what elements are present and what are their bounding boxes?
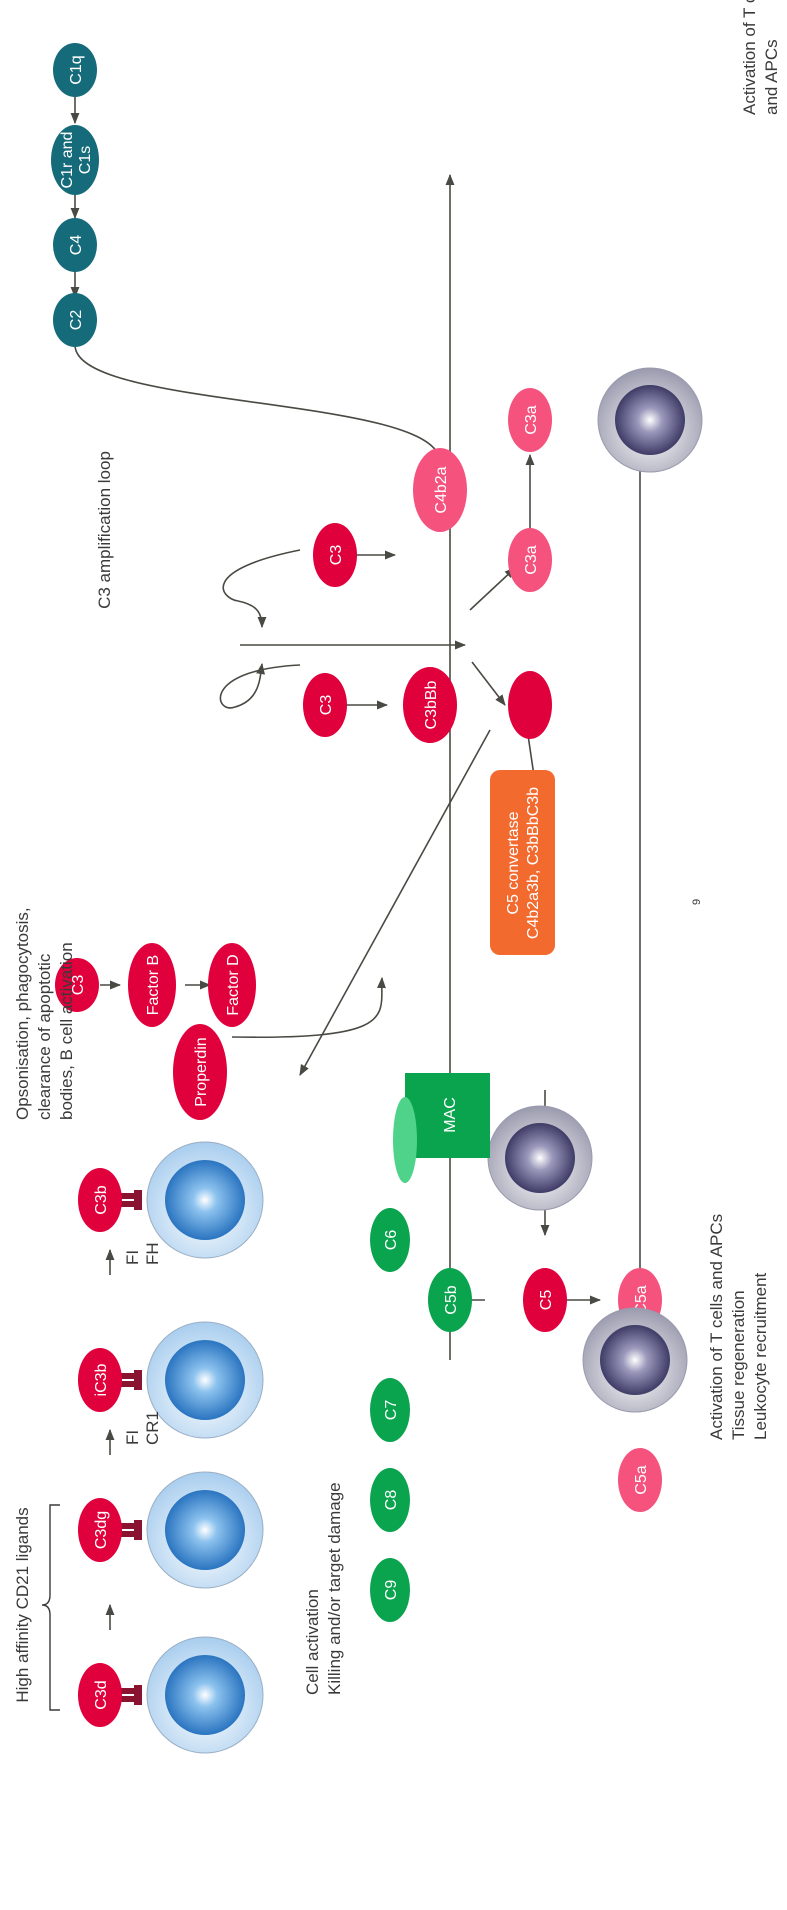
high-affinity-label: High affinity CD21 ligands [13, 1507, 32, 1702]
opsonisation-line3: bodies, B cell activation [57, 942, 76, 1120]
alt-c3-label: C3 [70, 975, 87, 996]
bottom-tcell [597, 367, 703, 473]
c5-node: C5 [523, 1268, 567, 1332]
c3a-bottom-node: C3a [508, 388, 552, 452]
ic3b-cell: iC3b [78, 1321, 264, 1439]
c3a-node: C3a [508, 528, 552, 592]
bottom-activation-line2: and APCs [762, 39, 781, 115]
c9-label: C9 [383, 1580, 400, 1601]
factor-b-label: Factor B [145, 955, 162, 1015]
annotations: Activation of T cells and APCs Activatio… [303, 0, 781, 1695]
properdin-node: Properdin [173, 1024, 227, 1120]
factor-d-label: Factor D [225, 954, 242, 1015]
c1r-c1s-label-line1: C1r and [59, 132, 76, 189]
c5-convertase-box: C5 convertase C4b2a3b, C3bBbC3b [490, 770, 555, 955]
c1r-c1s-label-line2: C1s [77, 146, 94, 174]
c8-node: C8 [370, 1468, 410, 1532]
c3bbb-label: C3bBb [423, 680, 440, 729]
alternative-pathway: C3 Factor B Factor D Properdin [55, 943, 256, 1120]
convertase-line2: C4b2a3b, C3bBbC3b [525, 787, 542, 939]
fi-label-1: FI [123, 1250, 142, 1265]
opsonisation-line2: clearance of apoptotic [35, 953, 54, 1120]
c5a-label: C5a [633, 1285, 650, 1314]
opsonisation-line1: Opsonisation, phagocytosis, [13, 907, 32, 1120]
c3dg-cell: C3dg [78, 1471, 264, 1589]
mac-complex: MAC [393, 1073, 593, 1211]
c3b-cell: C3b [78, 1141, 264, 1259]
cr1-label: CR1 [143, 1411, 162, 1445]
c4-node: C4 [53, 218, 97, 272]
c5-section: C5 convertase C4b2a3b, C3bBbC3b C5 C5b C… [370, 770, 662, 1622]
fi-label-2: FI [123, 1430, 142, 1445]
c5a-cell: C5a [582, 1307, 688, 1512]
c1r-c1s-node: C1r and C1s [51, 125, 99, 195]
c3dg-label: C3dg [93, 1511, 110, 1549]
c9-node: C9 [370, 1558, 410, 1622]
c3-amplification: C3 amplification loop C3 C4b2a C3 C3bBb [95, 388, 552, 743]
tcells-line2: Tissue regeneration [729, 1290, 748, 1440]
alt-c3-node: C3 [55, 958, 99, 1012]
tcells-line1: Activation of T cells and APCs [707, 1214, 726, 1440]
c3d-cell: C3d [78, 1636, 264, 1754]
c3-left-node: C3 [313, 523, 357, 587]
c7-node: C7 [370, 1378, 410, 1442]
c3a-bottom-label: C3a [523, 405, 540, 434]
c3bbb-node: C3bBb [403, 667, 457, 743]
c8-label: C8 [383, 1490, 400, 1511]
classical-pathway: C1q C1r and C1s C4 C2 [51, 43, 99, 347]
c7-label: C7 [383, 1400, 400, 1421]
c5a-cell-label: C5a [633, 1465, 650, 1494]
convertase-line1: C5 convertase [505, 811, 522, 914]
properdin-label: Properdin [193, 1037, 210, 1106]
cd21-bracket [41, 1504, 60, 1711]
killing-label: Killing and/or target damage [325, 1482, 344, 1695]
c2-node: C2 [53, 293, 97, 347]
fh-label: FH [143, 1242, 162, 1265]
c3-left-label: C3 [328, 545, 345, 566]
c5-label: C5 [538, 1290, 555, 1311]
c3-right-label: C3 [318, 695, 335, 716]
c3-right-node: C3 [303, 673, 347, 737]
c5b-node: C5b [428, 1268, 472, 1332]
ic3b-label: iC3b [93, 1363, 110, 1396]
c4-label: C4 [68, 235, 85, 256]
c4b2a-label: C4b2a [433, 466, 450, 513]
c3-amplification-loop-label: C3 amplification loop [95, 451, 114, 609]
central-node [508, 671, 552, 739]
page-number: 9 [691, 899, 703, 905]
bottom-activation-line1: Activation of T cells [740, 0, 759, 115]
c4b2a-node: C4b2a [413, 448, 467, 532]
c6-label: C6 [383, 1230, 400, 1251]
c2-label: C2 [68, 310, 85, 331]
factor-b-node: Factor B [128, 943, 176, 1027]
c5b-label: C5b [443, 1285, 460, 1314]
c3a-label: C3a [523, 545, 540, 574]
c3b-label: C3b [93, 1185, 110, 1214]
c6-node: C6 [370, 1208, 410, 1272]
c1q-label: C1q [68, 55, 85, 84]
factor-d-node: Factor D [208, 943, 256, 1027]
mac-label: MAC [442, 1097, 459, 1133]
rotated-diagram-frame: C1q C1r and C1s C4 C2 C3 amplification l… [13, 0, 781, 1754]
cell-activation-label: Cell activation [303, 1589, 322, 1695]
opsonisation: Opsonisation, phagocytosis, clearance of… [13, 907, 264, 1754]
c3d-label: C3d [93, 1680, 110, 1709]
c1q-node: C1q [53, 43, 97, 97]
tcells-line3: Leukocyte recruitment [751, 1272, 770, 1440]
